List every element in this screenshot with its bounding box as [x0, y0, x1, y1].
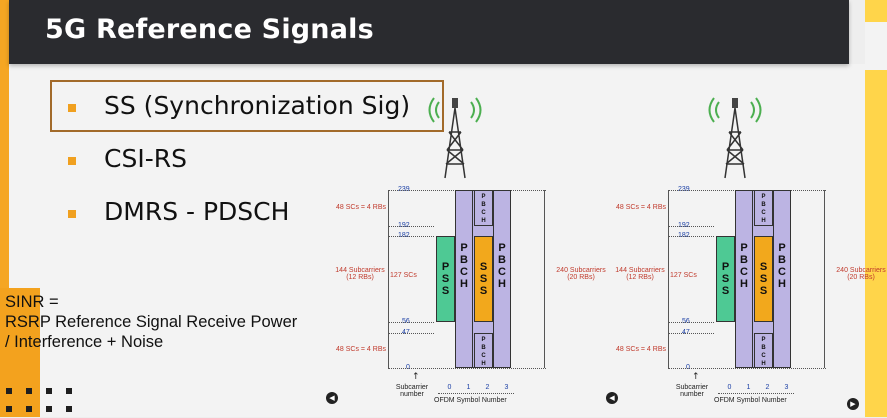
- media-control-icon[interactable]: ◀: [326, 392, 338, 404]
- tick-0: 0: [406, 364, 410, 371]
- bullet-csi-rs: CSI-RS: [104, 144, 187, 173]
- pbch-column-3: [493, 190, 511, 368]
- tick-192: 192: [398, 222, 410, 229]
- bullet-marker: [68, 157, 76, 165]
- sinr-line-3: / Interference + Noise: [5, 333, 164, 351]
- ofdm-label: OFDM Symbol Number: [714, 397, 787, 404]
- left-accent-bar: [0, 0, 9, 417]
- tick-47: 47: [682, 329, 690, 336]
- label-48-top: 48 SCs = 4 RBs: [616, 204, 666, 211]
- tick-239: 239: [678, 186, 690, 193]
- decorative-dots: [6, 388, 86, 418]
- cell-tower-icon: [428, 97, 482, 179]
- ss-block-diagram-left: 239 192 182 56 47 0 48 SCs = 4 RBs 144 S…: [330, 92, 617, 412]
- cell-tower-icon: [708, 97, 762, 179]
- bullet-ss: SS (Synchronization Sig): [104, 91, 411, 120]
- label-48-bottom: 48 SCs = 4 RBs: [616, 346, 666, 353]
- media-control-icon[interactable]: ◀: [606, 392, 618, 404]
- tick-47: 47: [402, 329, 410, 336]
- bullet-dmrs-pdsch: DMRS - PDSCH: [104, 197, 290, 226]
- label-144: 144 Subcarriers(12 RBs): [615, 267, 665, 281]
- tick-192: 192: [678, 222, 690, 229]
- sinr-formula: SINR = RSRP Reference Signal Receive Pow…: [5, 292, 297, 352]
- arrow-up-icon: ↑: [692, 372, 700, 382]
- sinr-line-2: RSRP Reference Signal Receive Power: [5, 313, 298, 331]
- right-accent-strip: [865, 0, 887, 417]
- label-240: 240 Subcarriers(20 RBs): [836, 267, 886, 281]
- ss-block-diagram-right: 239 192 182 56 47 0 48 SCs = 4 RBs 144 S…: [610, 92, 887, 412]
- label-127: 127 SCs: [670, 272, 697, 279]
- left-accent-block: [0, 288, 40, 417]
- tick-0: 0: [686, 364, 690, 371]
- pbch-column-3: [773, 190, 791, 368]
- tick-182: 182: [678, 232, 690, 239]
- pbch-column-1: [735, 190, 753, 368]
- tick-239: 239: [398, 186, 410, 193]
- arrow-up-icon: ↑: [412, 372, 420, 382]
- slide-title: 5G Reference Signals: [45, 14, 374, 45]
- bullet-highlight-box: [50, 80, 444, 132]
- label-240: 240 Subcarriers(20 RBs): [556, 267, 606, 281]
- tick-56: 56: [402, 318, 410, 325]
- label-127: 127 SCs: [390, 272, 417, 279]
- label-144: 144 Subcarriers(12 RBs): [335, 267, 385, 281]
- bullet-marker: [68, 210, 76, 218]
- title-bar: 5G Reference Signals: [9, 0, 849, 64]
- bullet-marker: [68, 104, 76, 112]
- label-48-bottom: 48 SCs = 4 RBs: [336, 346, 386, 353]
- tick-182: 182: [398, 232, 410, 239]
- label-48-top: 48 SCs = 4 RBs: [336, 204, 386, 211]
- media-control-icon[interactable]: ▶: [847, 398, 859, 410]
- pbch-column-1: [455, 190, 473, 368]
- sinr-line-1: SINR =: [5, 293, 59, 311]
- ofdm-label: OFDM Symbol Number: [434, 397, 507, 404]
- tick-56: 56: [682, 318, 690, 325]
